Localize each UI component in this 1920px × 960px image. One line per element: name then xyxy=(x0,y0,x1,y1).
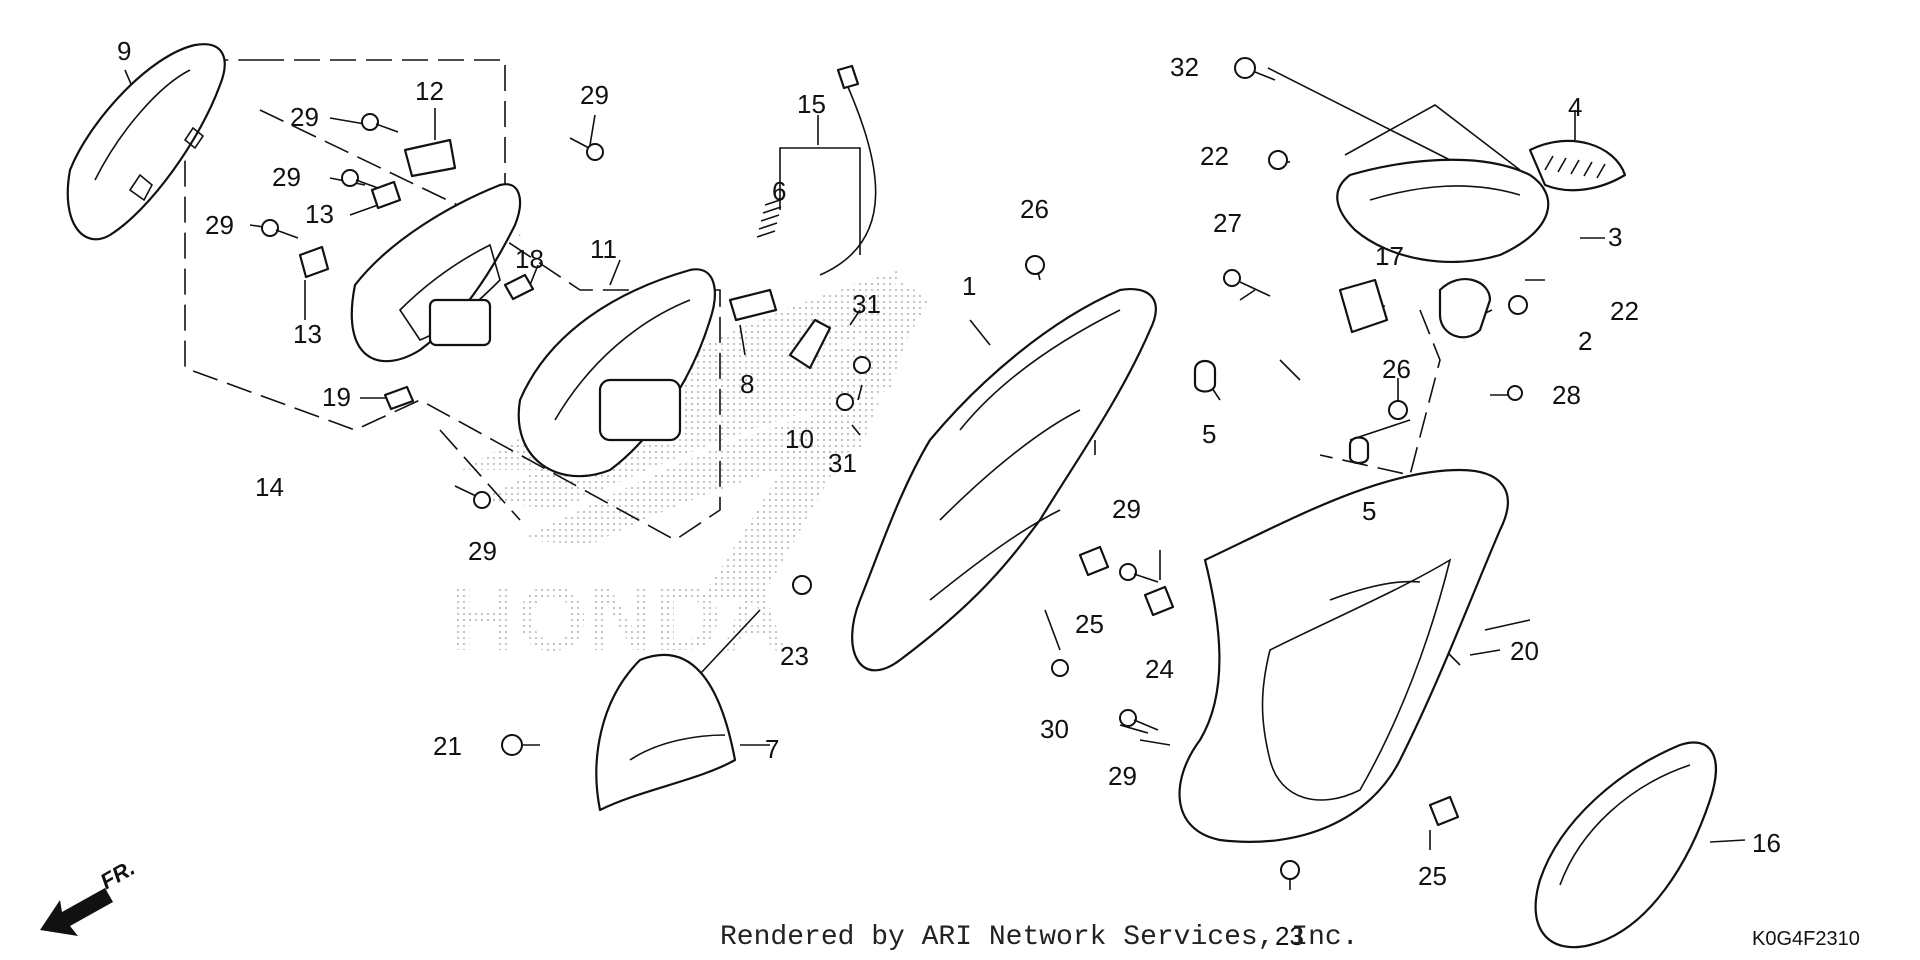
part-12-latch xyxy=(428,298,492,347)
part-18-cap xyxy=(503,273,535,301)
part-13-clip-lower xyxy=(298,245,330,279)
credit-text: Rendered by ARI Network Services, Inc. xyxy=(720,922,1359,953)
screw-21 xyxy=(501,734,523,756)
label-18: 18 xyxy=(515,244,544,274)
part-25-clip-upper xyxy=(1078,545,1110,577)
screw-29-b xyxy=(341,169,359,187)
part-3-upper-cover xyxy=(1336,158,1550,263)
label-5-a: 5 xyxy=(1202,419,1216,449)
label-28: 28 xyxy=(1552,380,1581,410)
front-arrow-icon xyxy=(40,888,113,936)
screw-30 xyxy=(1051,659,1069,677)
label-29-a: 29 xyxy=(290,102,319,132)
label-10: 10 xyxy=(785,424,814,454)
fasteners xyxy=(261,57,1528,880)
label-25-a: 25 xyxy=(1075,609,1104,639)
part-7-lower-panel xyxy=(595,653,737,812)
part-19-cap xyxy=(383,385,415,411)
diagram-code: K0G4F2310 xyxy=(1752,928,1860,950)
bolt-27 xyxy=(1223,269,1241,287)
label-13-a: 13 xyxy=(305,199,334,229)
label-29-b: 29 xyxy=(272,162,301,192)
screw-29-c xyxy=(261,219,279,237)
label-11: 11 xyxy=(590,234,617,264)
label-30: 30 xyxy=(1040,714,1069,744)
part-17-bracket xyxy=(1338,278,1389,334)
part-16-side-panel xyxy=(1534,741,1717,949)
label-7: 7 xyxy=(765,734,779,764)
screw-29-a xyxy=(361,113,379,131)
part-5-grommet-right xyxy=(1348,436,1370,465)
bolt-22-b xyxy=(1508,295,1528,315)
label-29-c: 29 xyxy=(205,210,234,240)
label-16: 16 xyxy=(1752,828,1781,858)
part-6-spring xyxy=(756,198,784,238)
label-26-b: 26 xyxy=(1382,354,1411,384)
label-23-b: 23 xyxy=(1275,921,1304,951)
part-11-glovebox xyxy=(517,268,716,478)
label-9: 9 xyxy=(117,36,131,66)
label-27: 27 xyxy=(1213,208,1242,238)
label-14: 14 xyxy=(255,472,284,502)
screw-29-d xyxy=(586,143,604,161)
screw-29-e xyxy=(473,491,491,509)
label-13-b: 13 xyxy=(293,319,322,349)
label-6: 6 xyxy=(772,176,786,206)
bolt-23-a xyxy=(792,575,812,595)
label-29-g: 29 xyxy=(1108,761,1137,791)
label-4: 4 xyxy=(1568,92,1582,122)
part-10-bracket xyxy=(788,318,832,370)
label-29-e: 29 xyxy=(468,536,497,566)
label-15: 15 xyxy=(797,89,826,119)
bolt-23-b xyxy=(1280,860,1300,880)
screw-31-b xyxy=(836,393,854,411)
bolt-32 xyxy=(1234,57,1256,79)
label-19: 19 xyxy=(322,382,351,412)
label-29-f: 29 xyxy=(1112,494,1141,524)
part-15-cable xyxy=(819,79,877,276)
screw-28 xyxy=(1507,385,1523,401)
watermark-text: HONDA xyxy=(450,568,787,670)
part-12-bracket xyxy=(403,138,457,178)
label-5-b: 5 xyxy=(1362,496,1376,526)
part-8-clip xyxy=(728,288,778,322)
label-3: 3 xyxy=(1608,222,1622,252)
part-9-cover xyxy=(66,43,226,241)
label-29-d: 29 xyxy=(580,80,609,110)
label-17: 17 xyxy=(1375,241,1404,271)
label-31-a: 31 xyxy=(852,289,881,319)
part-12-inner-pocket xyxy=(350,183,522,363)
part-20-lower-cover xyxy=(1178,468,1509,843)
bolt-26-a xyxy=(1025,255,1045,275)
bolt-22-a xyxy=(1268,150,1288,170)
label-24: 24 xyxy=(1145,654,1174,684)
label-25-b: 25 xyxy=(1418,861,1447,891)
label-1: 1 xyxy=(962,271,976,301)
label-12: 12 xyxy=(415,76,444,106)
label-22-a: 22 xyxy=(1200,141,1229,171)
screw-29-g xyxy=(1119,709,1137,727)
label-22-b: 22 xyxy=(1610,296,1639,326)
label-2: 2 xyxy=(1578,326,1592,356)
label-21: 21 xyxy=(433,731,462,761)
label-31-b: 31 xyxy=(828,448,857,478)
screw-31-a xyxy=(853,356,871,374)
label-23-a: 23 xyxy=(780,641,809,671)
part-4-grille xyxy=(1528,139,1627,192)
label-8: 8 xyxy=(740,369,754,399)
label-20: 20 xyxy=(1510,636,1539,666)
part-2-clamp xyxy=(1438,278,1492,339)
screw-29-f xyxy=(1119,563,1137,581)
bolt-26-b xyxy=(1388,400,1408,420)
part-13-clip-upper xyxy=(370,180,402,210)
part-11-motor xyxy=(598,378,682,442)
part-5-grommet-left xyxy=(1193,359,1217,393)
callout-labels: 9 12 29 29 13 29 13 29 18 19 11 14 29 15… xyxy=(117,36,1781,951)
label-26-a: 26 xyxy=(1020,194,1049,224)
label-32: 32 xyxy=(1170,52,1199,82)
part-24-clip xyxy=(1143,585,1175,617)
part-25-clip-lower xyxy=(1428,795,1460,827)
